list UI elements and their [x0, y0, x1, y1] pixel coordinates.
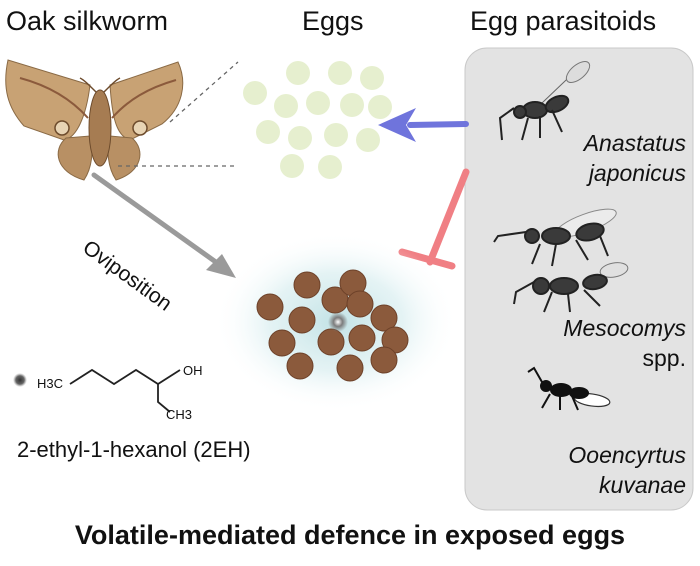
organism-heading: Oak silkworm: [6, 6, 169, 36]
figure-title: Volatile-mediated defence in exposed egg…: [74, 520, 626, 550]
chem-bottom-group: CH3: [166, 407, 193, 422]
species-label-anastatus: Anastatus japonicus: [584, 128, 686, 188]
species-label-mesocomys: Mesocomys spp.: [563, 313, 686, 373]
species-epithet: kuvanae: [599, 472, 686, 498]
oviposition-arrow: [91, 172, 236, 278]
wasp-icon: [498, 61, 591, 141]
parasitoids-heading: Egg parasitoids: [470, 6, 657, 36]
species-genus: Ooencyrtus: [568, 442, 686, 468]
species-epithet: spp.: [642, 345, 686, 371]
species-epithet: japonicus: [588, 160, 686, 186]
eggs-heading: Eggs: [302, 6, 364, 36]
chem-right-group: OH: [183, 363, 203, 378]
species-genus: Anastatus: [583, 130, 686, 156]
fresh-eggs: [243, 61, 392, 179]
species-label-ooencyrtus: Ooencyrtus kuvanae: [568, 440, 686, 500]
attraction-arrow: [378, 108, 469, 142]
volatile-dot-icon: [13, 373, 27, 387]
species-genus: Mesocomys: [563, 315, 686, 341]
chemical-name: 2-ethyl-1-hexanol (2EH): [17, 437, 251, 462]
wasp-icon: [493, 208, 617, 267]
wasp-icon: [513, 262, 629, 313]
moth-icon: [5, 59, 184, 181]
wasp-icon: [527, 366, 611, 411]
laid-eggs: [256, 269, 409, 382]
molecule-icon: [69, 368, 181, 413]
parasitoid-panel: [464, 47, 694, 511]
volatile-dot-icon: [328, 312, 348, 332]
chem-left-group: H3C: [37, 376, 64, 391]
